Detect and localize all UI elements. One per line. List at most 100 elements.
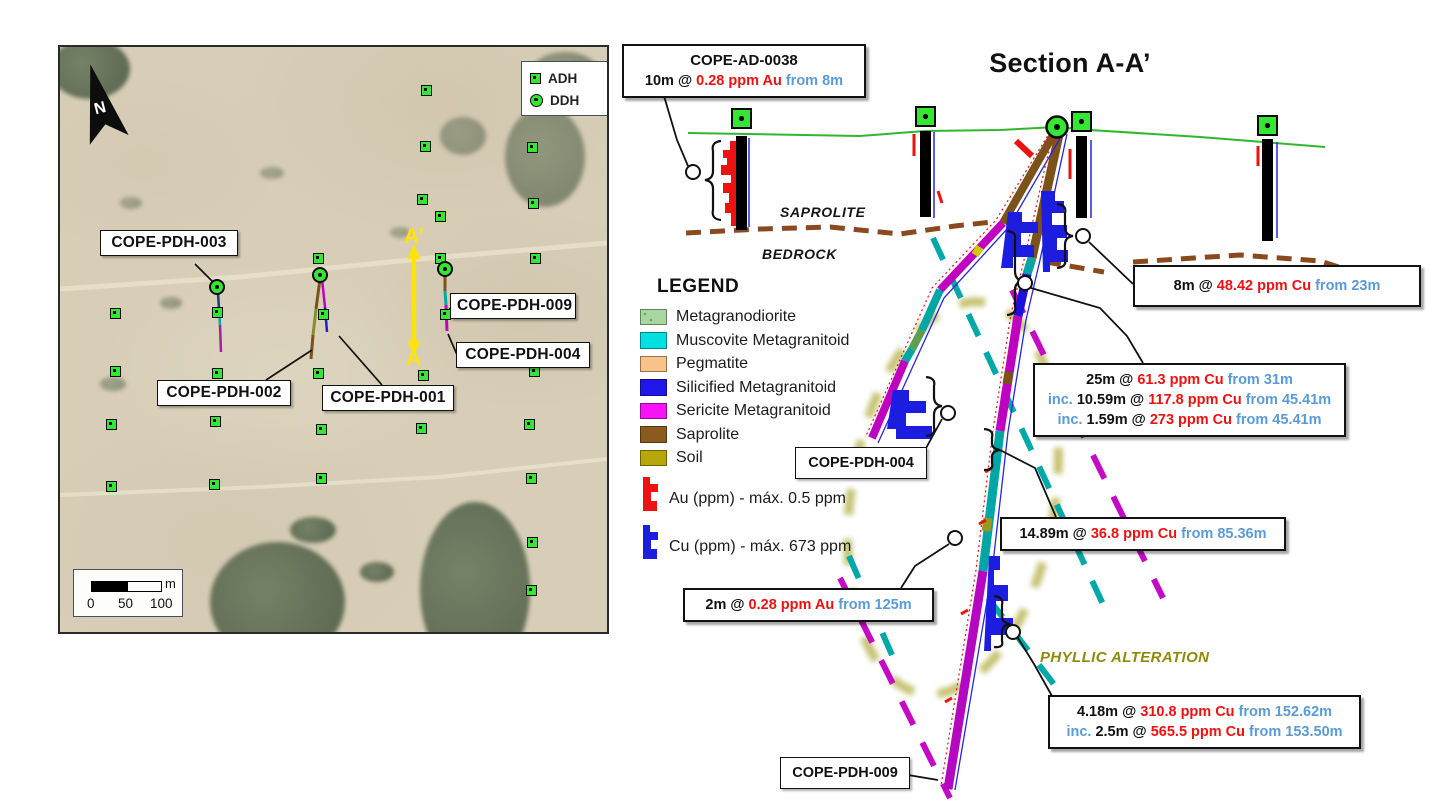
map-trace-segment	[314, 278, 322, 310]
tree-blob	[290, 517, 336, 543]
map-trace-segment	[320, 278, 327, 308]
callout-line: 8m @ 48.42 ppm Cu from 23m	[1173, 278, 1381, 294]
assay-legend-item: Cu (ppm) - máx. 673 ppm	[642, 524, 851, 560]
svg-text:N: N	[92, 99, 107, 118]
map-label-pdh001: COPE-PDH-001	[322, 385, 454, 411]
scale-tick: 100	[150, 596, 173, 611]
legend-item-soil: Soil	[640, 447, 703, 469]
adh-marker	[434, 210, 446, 222]
lithology-label: Sericite Metagranitoid	[676, 402, 831, 419]
map-label-pdh009: COPE-PDH-009	[450, 293, 576, 319]
adh-marker	[109, 365, 121, 377]
assay-label: Au (ppm) - máx. 0.5 ppm	[669, 490, 846, 507]
lithology-swatch	[640, 308, 667, 326]
adh-marker	[109, 307, 121, 319]
lithology-swatch	[640, 355, 667, 373]
legend-heading: LEGEND	[657, 276, 740, 297]
callout-cu8: 8m @ 48.42 ppm Cu from 23m	[1133, 265, 1421, 307]
au-histogram	[721, 141, 736, 226]
map-trace-segment	[218, 324, 223, 353]
lithology-label: Muscovite Metagranitoid	[676, 331, 850, 349]
section-line-label-top: A’	[404, 225, 424, 248]
map-label-leaders	[194, 263, 459, 386]
callout-line: inc. 2.5m @ 565.5 ppm Cu from 153.50m	[1066, 724, 1343, 740]
lithology-label: Saprolite	[676, 425, 740, 443]
callout-line: inc. 10.59m @ 117.8 ppm Cu from 45.41m	[1047, 392, 1332, 408]
adh-label: ADH	[548, 70, 578, 86]
lithology-swatch	[640, 379, 667, 396]
adh-marker	[529, 252, 541, 264]
adh-marker	[525, 472, 537, 484]
adh-marker	[420, 84, 432, 96]
ddh-marker	[209, 279, 225, 295]
legend-item-pegmatite: Pegmatite	[640, 353, 748, 375]
cu-lines-vertical-holes	[748, 132, 1278, 238]
tree-blob	[390, 227, 410, 238]
assay-histogram-icon	[643, 477, 658, 511]
scale-tick: 0	[87, 596, 95, 611]
drill-trace-pdh009	[943, 129, 1065, 790]
scale-tick: 50	[118, 596, 134, 611]
callout-line: 2m @ 0.28 ppm Au from 125m	[705, 597, 912, 613]
callout-line: 14.89m @ 36.8 ppm Cu from 85.36m	[1019, 526, 1267, 542]
lithology-label: Silicified Metagranitoid	[676, 378, 837, 396]
phyllic-alteration-halo	[843, 297, 1063, 699]
tree-blob	[505, 107, 585, 207]
map-overlay-graphics: N	[60, 64, 607, 497]
legend-item-silicified-metagranitoid: Silicified Metagranitoid	[640, 377, 836, 399]
map-trace-segment	[311, 308, 318, 336]
ddh-marker-icon	[530, 93, 543, 107]
adh-marker	[105, 418, 117, 430]
callout-line: 4.18m @ 310.8 ppm Cu from 152.62m	[1076, 704, 1333, 720]
assay-legend-item: Au (ppm) - máx. 0.5 ppm	[642, 476, 846, 512]
lithology-swatch	[640, 449, 667, 467]
section-label-pdh004: COPE-PDH-004	[795, 447, 927, 479]
tree-blob	[420, 502, 530, 632]
map-label-pdh004: COPE-PDH-004	[456, 342, 590, 368]
saprolite-label: SAPROLITE	[780, 204, 866, 220]
section-title: Section A-A’	[989, 48, 1151, 78]
adh-marker	[315, 472, 327, 484]
legend-item-muscovite-metagranitoid: Muscovite Metagranitoid	[640, 330, 849, 352]
map-label-pdh003: COPE-PDH-003	[100, 230, 238, 256]
adh-marker	[419, 140, 431, 152]
tree-blob	[360, 562, 394, 582]
map-trace-segment	[216, 292, 221, 310]
bedrock-label: BEDROCK	[762, 246, 837, 262]
section-line-arrow	[407, 244, 421, 356]
hole-collars	[731, 106, 1278, 139]
lithology-label: Soil	[676, 449, 703, 466]
map-label-pdh002: COPE-PDH-002	[157, 380, 291, 406]
legend-item-saprolite: Saprolite	[640, 424, 739, 446]
scale-bar-unit: m	[165, 576, 176, 591]
road-line	[60, 457, 607, 497]
adh-marker	[211, 367, 223, 379]
lithology-swatch	[640, 402, 667, 420]
callout-cu418: 4.18m @ 310.8 ppm Cu from 152.62m inc. 2.…	[1048, 695, 1361, 749]
adh-marker	[315, 423, 327, 435]
map-hole-type-legend: ADH DDH	[521, 61, 607, 116]
map-scale-bar: m 0 50 100	[73, 569, 183, 617]
lithology-swatch	[640, 332, 667, 349]
map-drill-traces	[216, 273, 449, 360]
adh-marker-icon	[530, 72, 541, 84]
lithology-swatch	[640, 426, 667, 443]
lithology-label: Pegmatite	[676, 355, 749, 372]
adh-marker	[312, 252, 324, 264]
tree-blob	[160, 297, 182, 309]
north-arrow-icon: N	[89, 64, 129, 145]
callout-au2: 2m @ 0.28 ppm Au from 125m	[683, 588, 934, 622]
legend-item-metagranodiorite: Metagranodiorite	[640, 306, 796, 328]
ddh-marker	[312, 267, 328, 283]
tree-blob	[260, 167, 284, 179]
section-label-pdh009: COPE-PDH-009	[780, 757, 910, 789]
phyllic-alteration-label: PHYLLIC ALTERATION	[1040, 649, 1210, 666]
lithology-label: Metagranodiorite	[676, 308, 797, 325]
adh-marker	[415, 422, 427, 434]
adh-marker	[312, 367, 324, 379]
vertical-drill-holes	[736, 131, 1273, 241]
